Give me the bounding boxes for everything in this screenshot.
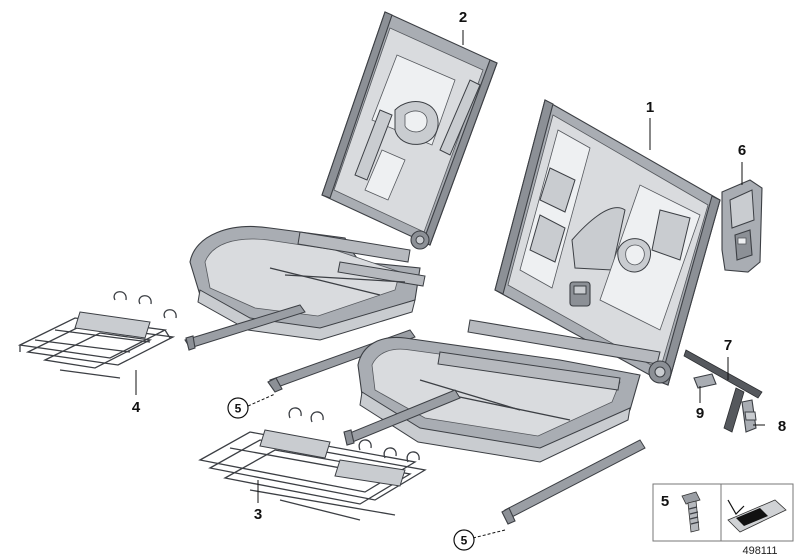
callout-6: 6 [738, 142, 746, 159]
part-6-side-bracket [721, 179, 763, 273]
left-seat-frame [184, 11, 498, 393]
callout-2: 2 [459, 9, 467, 26]
right-seat-frame [343, 99, 721, 525]
callout-5-lower-circle: 5 [453, 529, 475, 551]
document-number: 498111 [742, 545, 777, 557]
callout-5-upper: 5 [235, 402, 242, 416]
callout-4: 4 [132, 399, 141, 416]
part-7-strap [683, 349, 763, 433]
callout-7: 7 [724, 337, 732, 354]
callout-1: 1 [646, 99, 654, 116]
legend-part-number: 5 [661, 493, 669, 510]
part-4-spring-mat [17, 291, 177, 379]
tool-direction-icon [727, 499, 787, 533]
callout-5-upper-circle: 5 [227, 397, 249, 419]
part-8-bracket [741, 399, 757, 433]
part-9-plate [693, 373, 717, 389]
callout-3: 3 [254, 506, 262, 523]
legend-panel: 5 [652, 483, 794, 542]
bolt-icon [681, 491, 701, 533]
callout-9: 9 [696, 405, 704, 422]
callout-5-lower: 5 [461, 534, 468, 548]
callout-8: 8 [778, 418, 786, 435]
part-3-spring-mat [198, 407, 427, 521]
leader-lines [135, 30, 765, 539]
